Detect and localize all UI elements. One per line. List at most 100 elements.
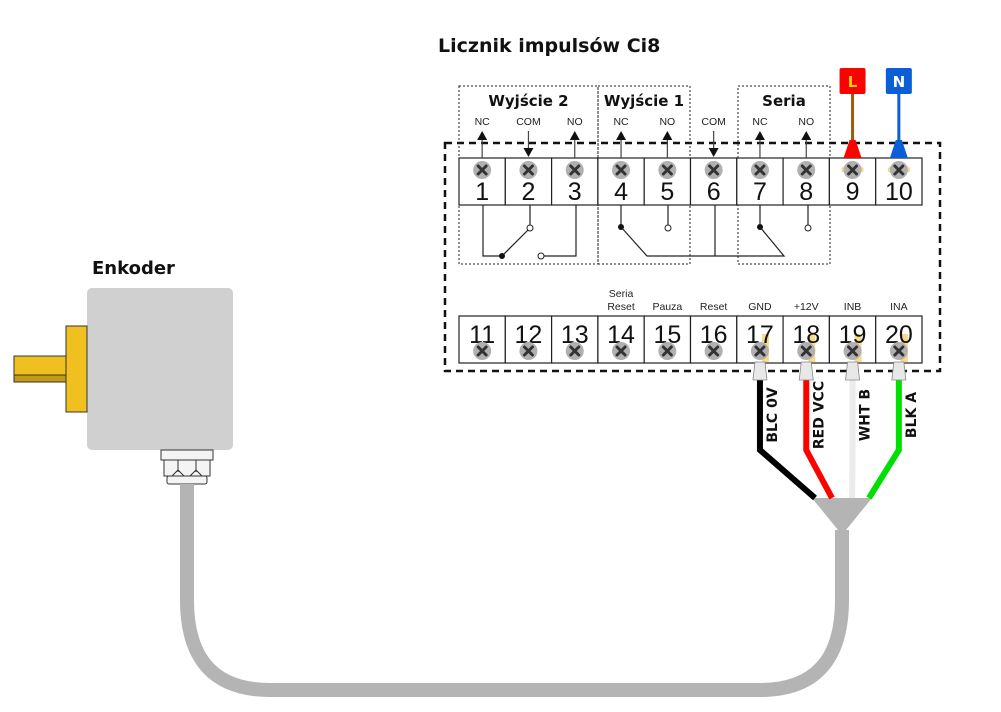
encoder-body (87, 288, 233, 450)
group-label: Wyjście 1 (604, 92, 684, 110)
screw-icon (519, 342, 538, 360)
power-N: N (885, 68, 912, 158)
wire-ferrule-sleeve (845, 361, 860, 381)
terminal-2: 2 COM (504, 116, 553, 206)
terminal-13: 13 (550, 315, 599, 364)
pin-label: NC (752, 116, 768, 128)
arrow-down-icon (708, 148, 719, 157)
cable-splitter (812, 498, 872, 530)
pin-label: COM (516, 116, 541, 128)
pin-label: Reset (700, 301, 728, 313)
screw-icon (797, 342, 816, 360)
terminal-number: 7 (753, 178, 767, 206)
pin-label: Pauza (652, 301, 682, 313)
wire-ferrule-sleeve (891, 361, 907, 381)
arrow-up-icon (754, 131, 765, 140)
terminal-number: 8 (799, 178, 813, 206)
arrow-up-icon (662, 131, 673, 140)
encoder-wire (756, 380, 817, 501)
terminal-5: 5NO (643, 116, 692, 206)
terminal-cell (504, 315, 553, 364)
screw-icon (658, 161, 677, 179)
arrow-up-icon (616, 131, 627, 140)
wire-ferrule-sleeve (798, 361, 814, 381)
pin-label: INA (890, 301, 908, 313)
wire-tip (889, 140, 908, 158)
screw-icon (889, 342, 908, 360)
terminal-number: 4 (614, 178, 628, 206)
encoder-flange (65, 325, 88, 413)
terminal-number: 9 (846, 178, 860, 206)
screw-icon (704, 342, 723, 360)
pin-label: NO (659, 116, 675, 128)
relay-schematic (482, 205, 809, 257)
screw-icon (843, 161, 862, 179)
power-badge (839, 68, 866, 94)
group-label: Seria (762, 92, 806, 110)
screw-icon (889, 161, 908, 179)
terminal-4: 4 NC (597, 116, 645, 206)
pin-label: NO (798, 116, 814, 128)
wire-ferrule-sleeve (752, 361, 768, 381)
screw-icon (473, 161, 492, 179)
terminal-number: 10 (885, 178, 913, 206)
encoder-label: Enkoder (92, 258, 175, 279)
encoder-wire (849, 380, 856, 499)
pin-label: NC (475, 116, 491, 128)
encoder-shaft-flat (13, 374, 67, 383)
screw-icon (750, 342, 769, 360)
relay-contacts (499, 224, 812, 260)
encoder-wire (803, 380, 835, 500)
diagram-title: Licznik impulsów Ci8 (438, 35, 660, 57)
encoder-wire (866, 380, 902, 500)
terminal-12: 12 (504, 315, 553, 364)
group-label: Wyjście 2 (488, 92, 568, 110)
terminal-10: 10 (875, 157, 923, 206)
power-label: L (848, 73, 858, 91)
pin-label: Reset (607, 301, 635, 313)
screw-icon (612, 342, 631, 360)
terminal-8: 8 NO (782, 116, 830, 206)
wire-17: BLC 0V (752, 361, 817, 501)
screw-icon (473, 342, 492, 360)
encoder-cable (180, 484, 849, 697)
power-L: L (839, 68, 866, 158)
arrow-up-icon (801, 131, 812, 140)
encoder: Enkoder (13, 258, 233, 485)
pin-label: Seria (609, 288, 634, 300)
screw-icon (565, 161, 584, 179)
wire-label: BLC 0V (765, 387, 781, 442)
terminal-18: 18+12V (782, 301, 830, 364)
wire-label: BLK A (904, 392, 920, 438)
terminal-number: 1 (475, 178, 489, 206)
power-badge (885, 68, 912, 94)
terminal-7: 7 NC (736, 116, 784, 206)
terminal-3: 3 NO (550, 116, 599, 206)
screw-icon (843, 342, 862, 360)
device-outline (443, 141, 942, 373)
screw-icon (797, 161, 816, 179)
pin-label: NC (613, 116, 629, 128)
terminal-cell (458, 315, 506, 364)
arrow-up-icon (477, 131, 488, 140)
pin-label: INB (844, 301, 862, 313)
screw-icon (612, 161, 631, 179)
screw-icon (750, 161, 769, 179)
screw-icon (704, 161, 723, 179)
wire-19: WHT B (845, 361, 874, 499)
terminal-1: 1 NC (458, 116, 506, 206)
pin-label: NO (567, 116, 583, 128)
power-label: N (893, 73, 906, 91)
terminal-number: 3 (568, 178, 582, 206)
wire-tip (843, 140, 862, 158)
terminal-number: 2 (521, 178, 535, 206)
